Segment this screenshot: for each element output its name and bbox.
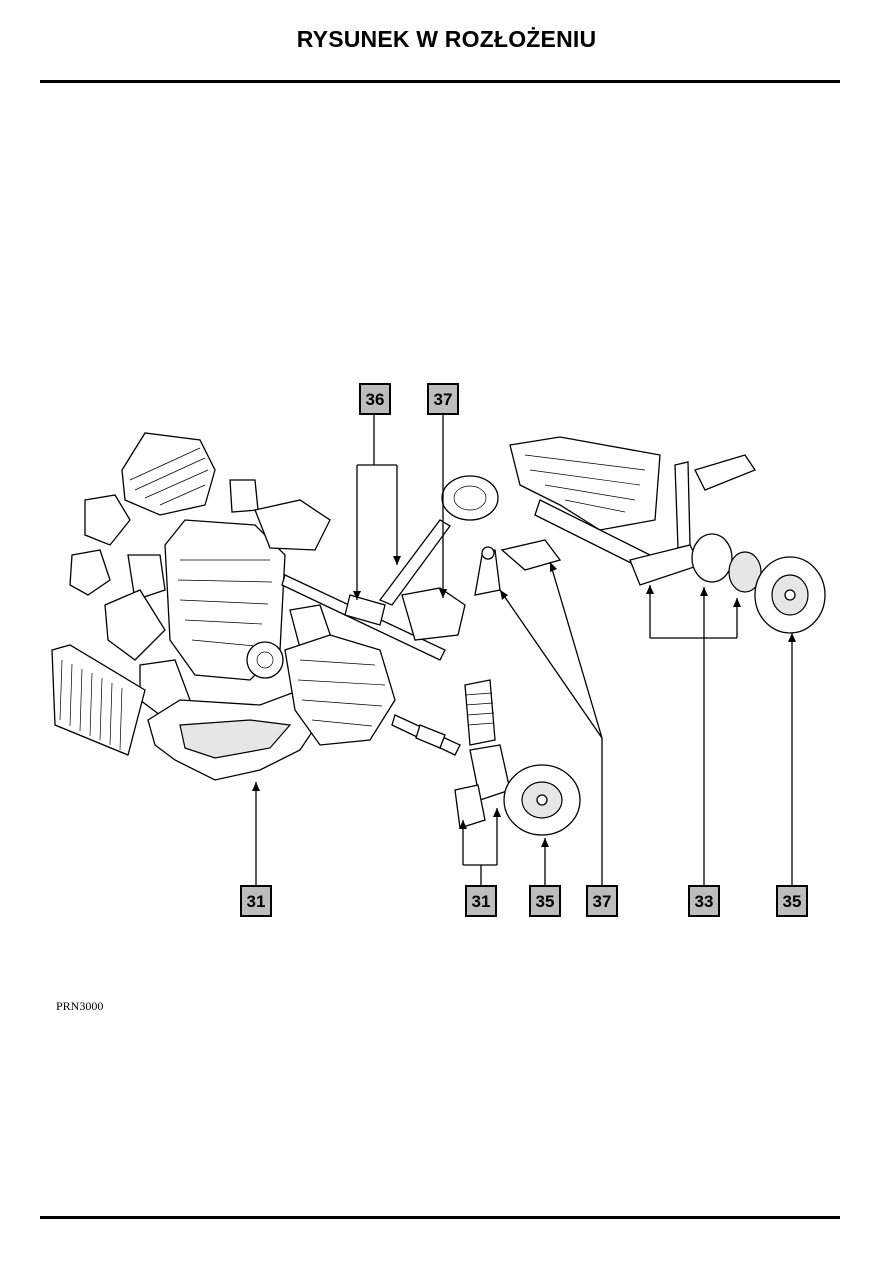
callout-37-top-label: 37 <box>434 390 453 409</box>
driveshaft <box>391 714 461 756</box>
engine-block <box>164 519 286 681</box>
rear-wheel <box>754 556 826 634</box>
callout-31-left-label: 31 <box>247 892 266 911</box>
leader-lines <box>255 414 793 887</box>
callout-36-top: 36 <box>359 383 391 415</box>
header-rule <box>40 80 840 83</box>
small-engine-parts <box>69 479 333 716</box>
rear-brake-drum <box>691 533 762 593</box>
rear-axle-beam <box>534 499 701 586</box>
callout-33: 33 <box>688 885 720 917</box>
callout-31-right: 31 <box>465 885 497 917</box>
steering-column <box>378 475 499 606</box>
footer-rule <box>40 1216 840 1219</box>
brake-caliper <box>454 784 486 829</box>
radiator <box>51 644 146 756</box>
callout-35-left-label: 35 <box>536 892 555 911</box>
fuel-tank <box>509 436 661 531</box>
callout-37-bottom-label: 37 <box>593 892 612 911</box>
callout-35-right-label: 35 <box>783 892 802 911</box>
callout-35-right: 35 <box>776 885 808 917</box>
pedal-assembly <box>500 539 562 571</box>
page-title: RYSUNEK W ROZŁOŻENIU <box>296 26 597 52</box>
steering-rack <box>281 574 446 661</box>
callout-37-top: 37 <box>427 383 459 415</box>
rear-shock-absorber <box>674 461 691 549</box>
callout-31-right-label: 31 <box>472 892 491 911</box>
exhaust-silencer <box>694 454 756 491</box>
front-strut <box>464 679 511 801</box>
exploded-view-diagram: 36 37 31 31 35 37 33 35 <box>51 383 826 917</box>
arrowheads <box>252 556 796 847</box>
gearbox <box>284 634 396 746</box>
subframe <box>147 689 321 781</box>
air-filter-housing <box>121 432 216 516</box>
figure-reference-code: PRN3000 <box>56 999 104 1013</box>
gear-lever <box>474 546 501 596</box>
callout-36-top-label: 36 <box>366 390 385 409</box>
callout-37-bottom: 37 <box>586 885 618 917</box>
callout-35-left: 35 <box>529 885 561 917</box>
callout-33-label: 33 <box>695 892 714 911</box>
callout-31-left: 31 <box>240 885 272 917</box>
front-wheel <box>503 764 581 836</box>
steering-pump <box>401 587 466 641</box>
